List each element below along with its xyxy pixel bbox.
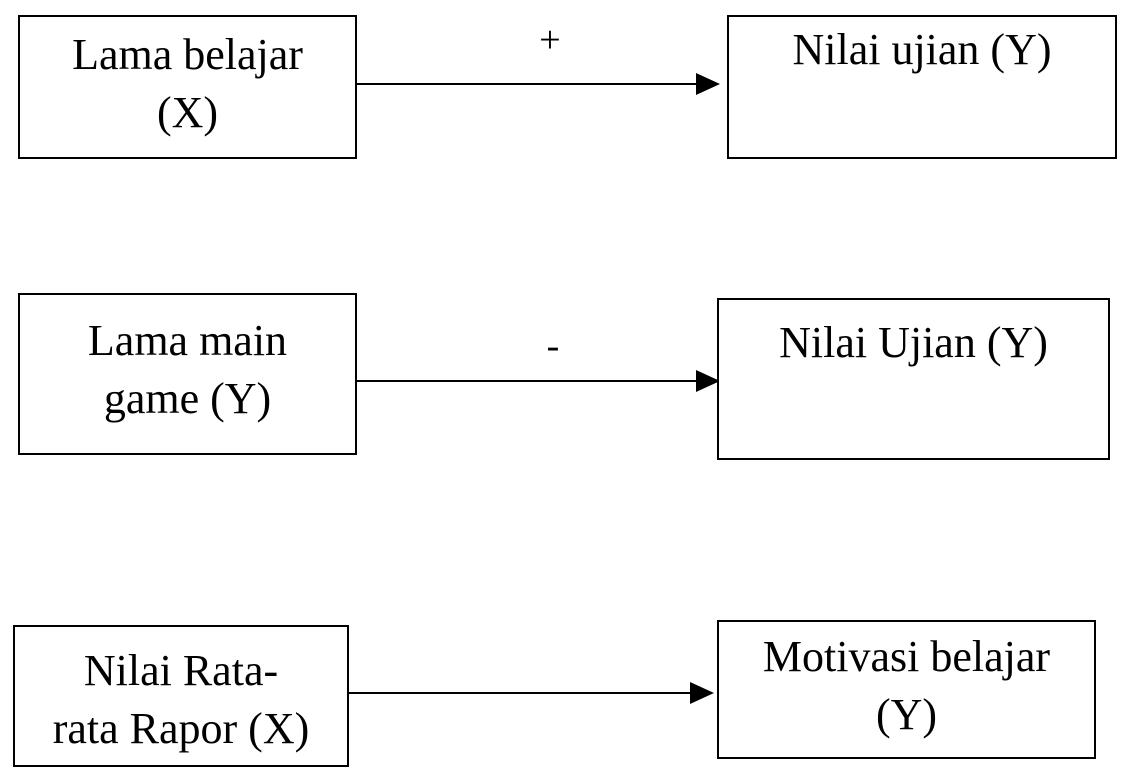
relation-sign-1: +	[539, 19, 561, 61]
cause-box-3-line-2: rata Rapor (X)	[52, 704, 310, 753]
relation-sign-2: -	[546, 325, 560, 367]
effect-box-2: Nilai Ujian (Y)	[717, 298, 1110, 460]
effect-box-3: Motivasi belajar (Y)	[717, 620, 1096, 759]
effect-box-2-line-1: Nilai Ujian (Y)	[779, 318, 1048, 367]
effect-box-3-line-1: Motivasi belajar	[762, 632, 1051, 681]
cause-box-1-line-2: (X)	[156, 88, 219, 137]
cause-box-2: Lama main game (Y)	[18, 293, 357, 455]
arrow-1	[356, 73, 720, 95]
arrow-2	[356, 370, 720, 392]
arrow-3	[348, 682, 714, 704]
cause-box-2-line-2: game (Y)	[103, 374, 272, 423]
cause-box-1-line-1: Lama belajar	[72, 30, 303, 79]
cause-box-1: Lama belajar (X)	[18, 15, 357, 159]
cause-box-2-line-1: Lama main	[87, 316, 288, 365]
cause-box-3-line-1: Nilai Rata-	[83, 646, 279, 695]
effect-box-3-line-2: (Y)	[875, 690, 938, 739]
cause-box-3: Nilai Rata- rata Rapor (X)	[13, 625, 349, 767]
effect-box-1: Nilai ujian (Y)	[727, 15, 1117, 159]
effect-box-1-line-1: Nilai ujian (Y)	[792, 25, 1052, 74]
